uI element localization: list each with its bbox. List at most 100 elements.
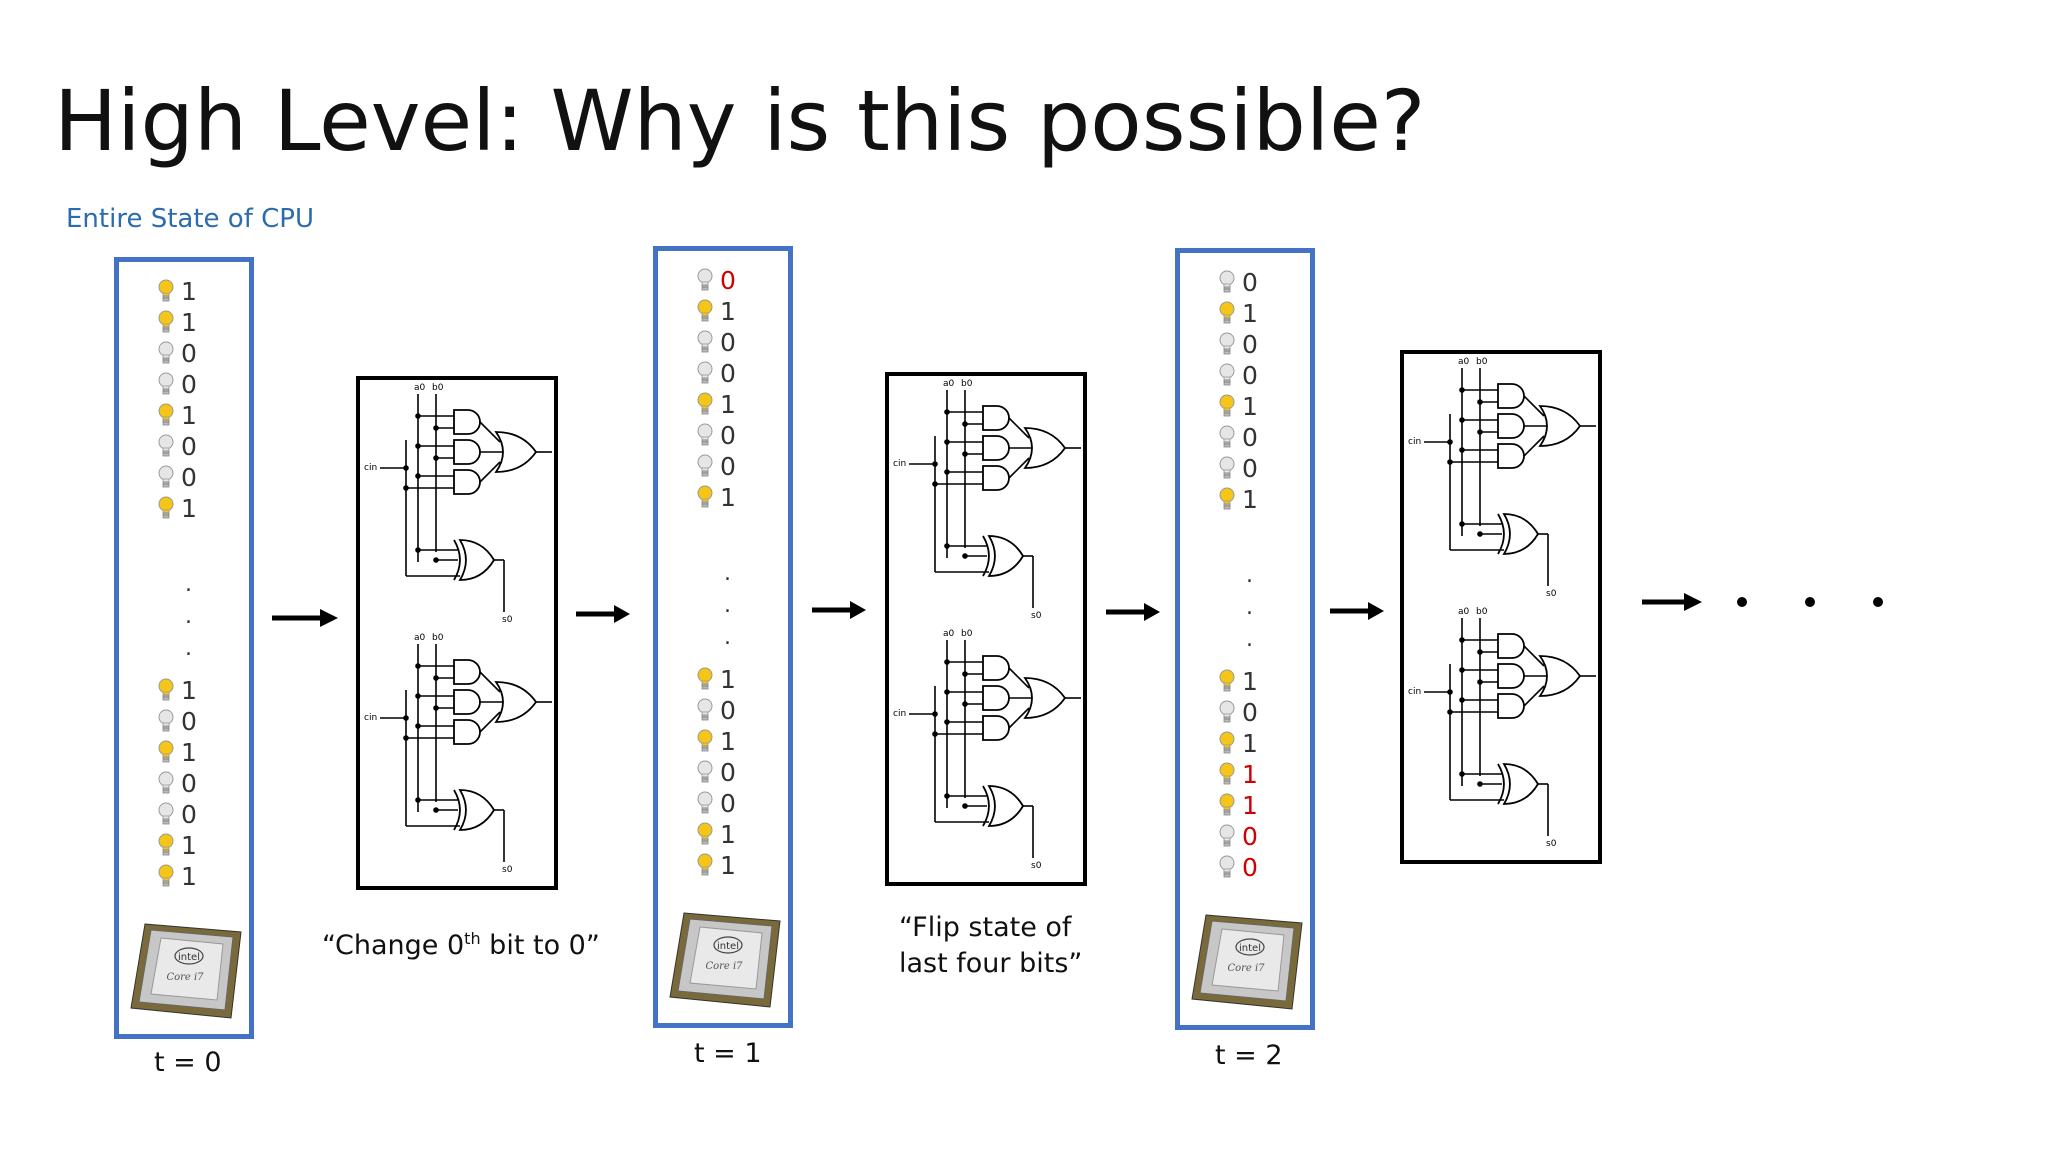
ellipsis-vertical-dot: . [185,572,192,597]
bit-row: 0 [696,358,736,388]
lightbulb-icon [158,465,174,488]
lightbulb-icon [1219,487,1235,510]
lightbulb-icon [158,771,174,794]
svg-text:cin: cin [1408,687,1421,697]
lightbulb-icon [697,361,713,384]
bit-value: 0 [181,462,197,492]
bit-value: 1 [1242,666,1258,696]
svg-text:Core i7: Core i7 [1227,963,1265,974]
lightbulb-icon [158,864,174,887]
bit-row: 0 [157,706,197,736]
caption-change-bit-pre: “Change 0 [322,930,465,961]
svg-text:s0: s0 [502,615,513,625]
bit-value: 1 [1242,298,1258,328]
svg-text:s0: s0 [502,865,513,875]
svg-text:b0: b0 [961,379,973,389]
bit-row: 0 [696,695,736,725]
bit-value: 0 [181,799,197,829]
bit-row: 1 [1218,391,1258,421]
lightbulb-icon [1219,363,1235,386]
svg-text:cin: cin [364,463,377,473]
bit-row: 1 [1218,298,1258,328]
bit-row: 0 [157,768,197,798]
ellipsis-dot [1873,597,1883,607]
lightbulb-icon [158,678,174,701]
svg-text:s0: s0 [1546,839,1557,849]
bit-row: 0 [1218,852,1258,882]
bit-value: 1 [181,276,197,306]
bit-value: 0 [1242,329,1258,359]
bit-row: 0 [157,338,197,368]
bit-row: 1 [157,307,197,337]
lightbulb-icon [158,833,174,856]
bit-row: 0 [1218,453,1258,483]
svg-text:a0: a0 [943,629,955,639]
lightbulb-icon [1219,425,1235,448]
svg-text:Core i7: Core i7 [166,972,204,983]
svg-text:a0: a0 [943,379,955,389]
right-arrow-icon [1330,602,1384,620]
lightbulb-icon [697,853,713,876]
svg-text:Core i7: Core i7 [705,961,743,972]
bit-value: 0 [1242,852,1258,882]
svg-text:s0: s0 [1031,611,1042,621]
lightbulb-icon [697,729,713,752]
bit-value: 1 [181,307,197,337]
lightbulb-icon [1219,301,1235,324]
ellipsis-dot [1805,597,1815,607]
bit-value: 0 [720,788,736,818]
bit-value: 0 [720,327,736,357]
bit-row: 1 [1218,790,1258,820]
bit-row: 1 [157,493,197,523]
bit-value: 1 [181,830,197,860]
svg-text:b0: b0 [1476,607,1488,617]
svg-text:s0: s0 [1031,861,1042,871]
right-arrow-icon [576,605,630,623]
caption-change-bit: “Change 0th bit to 0” [322,921,600,964]
bit-row: 1 [157,861,197,891]
lightbulb-icon [697,392,713,415]
bit-row: 0 [157,369,197,399]
lightbulb-icon [697,454,713,477]
slide-subtitle: Entire State of CPU [66,204,314,234]
bit-row: 0 [696,265,736,295]
lightbulb-icon [1219,731,1235,754]
lightbulb-icon [697,760,713,783]
bit-row: 1 [1218,759,1258,789]
bit-value: 1 [1242,790,1258,820]
bit-value: 1 [720,296,736,326]
svg-text:cin: cin [893,709,906,719]
svg-text:s0: s0 [1546,589,1557,599]
bit-value: 1 [720,726,736,756]
bit-value: 1 [720,850,736,880]
lightbulb-icon [158,802,174,825]
svg-text:cin: cin [364,713,377,723]
bit-value: 0 [1242,267,1258,297]
right-arrow-icon [812,601,866,619]
caption-flip-line2: last four bits” [899,948,1083,979]
ellipsis-vertical-dot: . [1246,563,1253,588]
bit-row: 0 [1218,422,1258,452]
lightbulb-icon [1219,824,1235,847]
lightbulb-icon [158,740,174,763]
bit-row: 0 [696,420,736,450]
bit-row: 1 [696,726,736,756]
lightbulb-icon [158,709,174,732]
bit-value: 0 [720,420,736,450]
lightbulb-icon [1219,855,1235,878]
bit-value: 0 [720,265,736,295]
bit-value: 0 [1242,697,1258,727]
bit-value: 1 [1242,391,1258,421]
lightbulb-icon [1219,669,1235,692]
bit-value: 1 [181,400,197,430]
